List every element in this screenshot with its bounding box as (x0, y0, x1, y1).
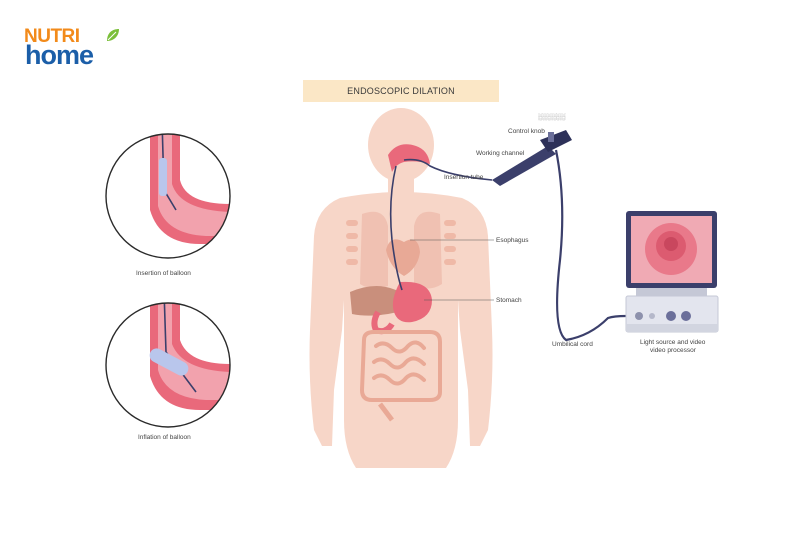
diagram-title: ENDOSCOPIC DILATION (347, 86, 455, 96)
control-dial-1[interactable] (666, 311, 676, 321)
label-inflation-balloon: Inflation of balloon (138, 434, 191, 441)
brand-logo[interactable]: NUTRI home (24, 26, 124, 72)
heart (386, 239, 420, 276)
inset-insertion (105, 133, 231, 259)
inset-inflation (105, 302, 231, 428)
title-banner: ENDOSCOPIC DILATION (303, 80, 499, 102)
endoscope-handle[interactable] (492, 130, 572, 186)
label-light-source: Light source and video (640, 339, 706, 346)
oral-cavity (388, 144, 430, 172)
label-esophagus: Esophagus (496, 237, 529, 244)
endoscope-in-esophagus (389, 165, 403, 291)
stomach (392, 281, 432, 323)
light-source-unit[interactable] (625, 295, 719, 333)
power-button[interactable] (635, 312, 643, 320)
label-working-channel: Working channel (476, 150, 525, 157)
label-insertion-balloon: Insertion of balloon (136, 270, 191, 277)
label-top-tag: ░░░░░░ (538, 114, 566, 121)
liver (350, 286, 400, 316)
control-dial-2[interactable] (681, 311, 691, 321)
brand-line1: NUTRI (24, 26, 80, 47)
intestines (359, 330, 442, 402)
rib-cage (346, 220, 456, 265)
balloon-inflated (149, 348, 189, 376)
leader-lines (410, 239, 494, 301)
rectum (378, 402, 394, 422)
insertion-tube (403, 158, 493, 181)
lung-left (360, 211, 388, 289)
leaf-icon (107, 29, 119, 41)
brand-line2: home (25, 40, 94, 70)
label-insertion-tube: Insertion tube (444, 174, 484, 181)
video-monitor[interactable] (626, 211, 717, 296)
label-control-knob: Control knob (508, 128, 545, 135)
label-light-source-2: video processor (650, 347, 696, 354)
lung-right (414, 211, 442, 289)
label-stomach: Stomach (496, 297, 522, 304)
balloon-deflated (159, 158, 167, 196)
umbilical-cord (554, 149, 627, 342)
label-umbilical-cord: Umbilical cord (552, 341, 593, 348)
